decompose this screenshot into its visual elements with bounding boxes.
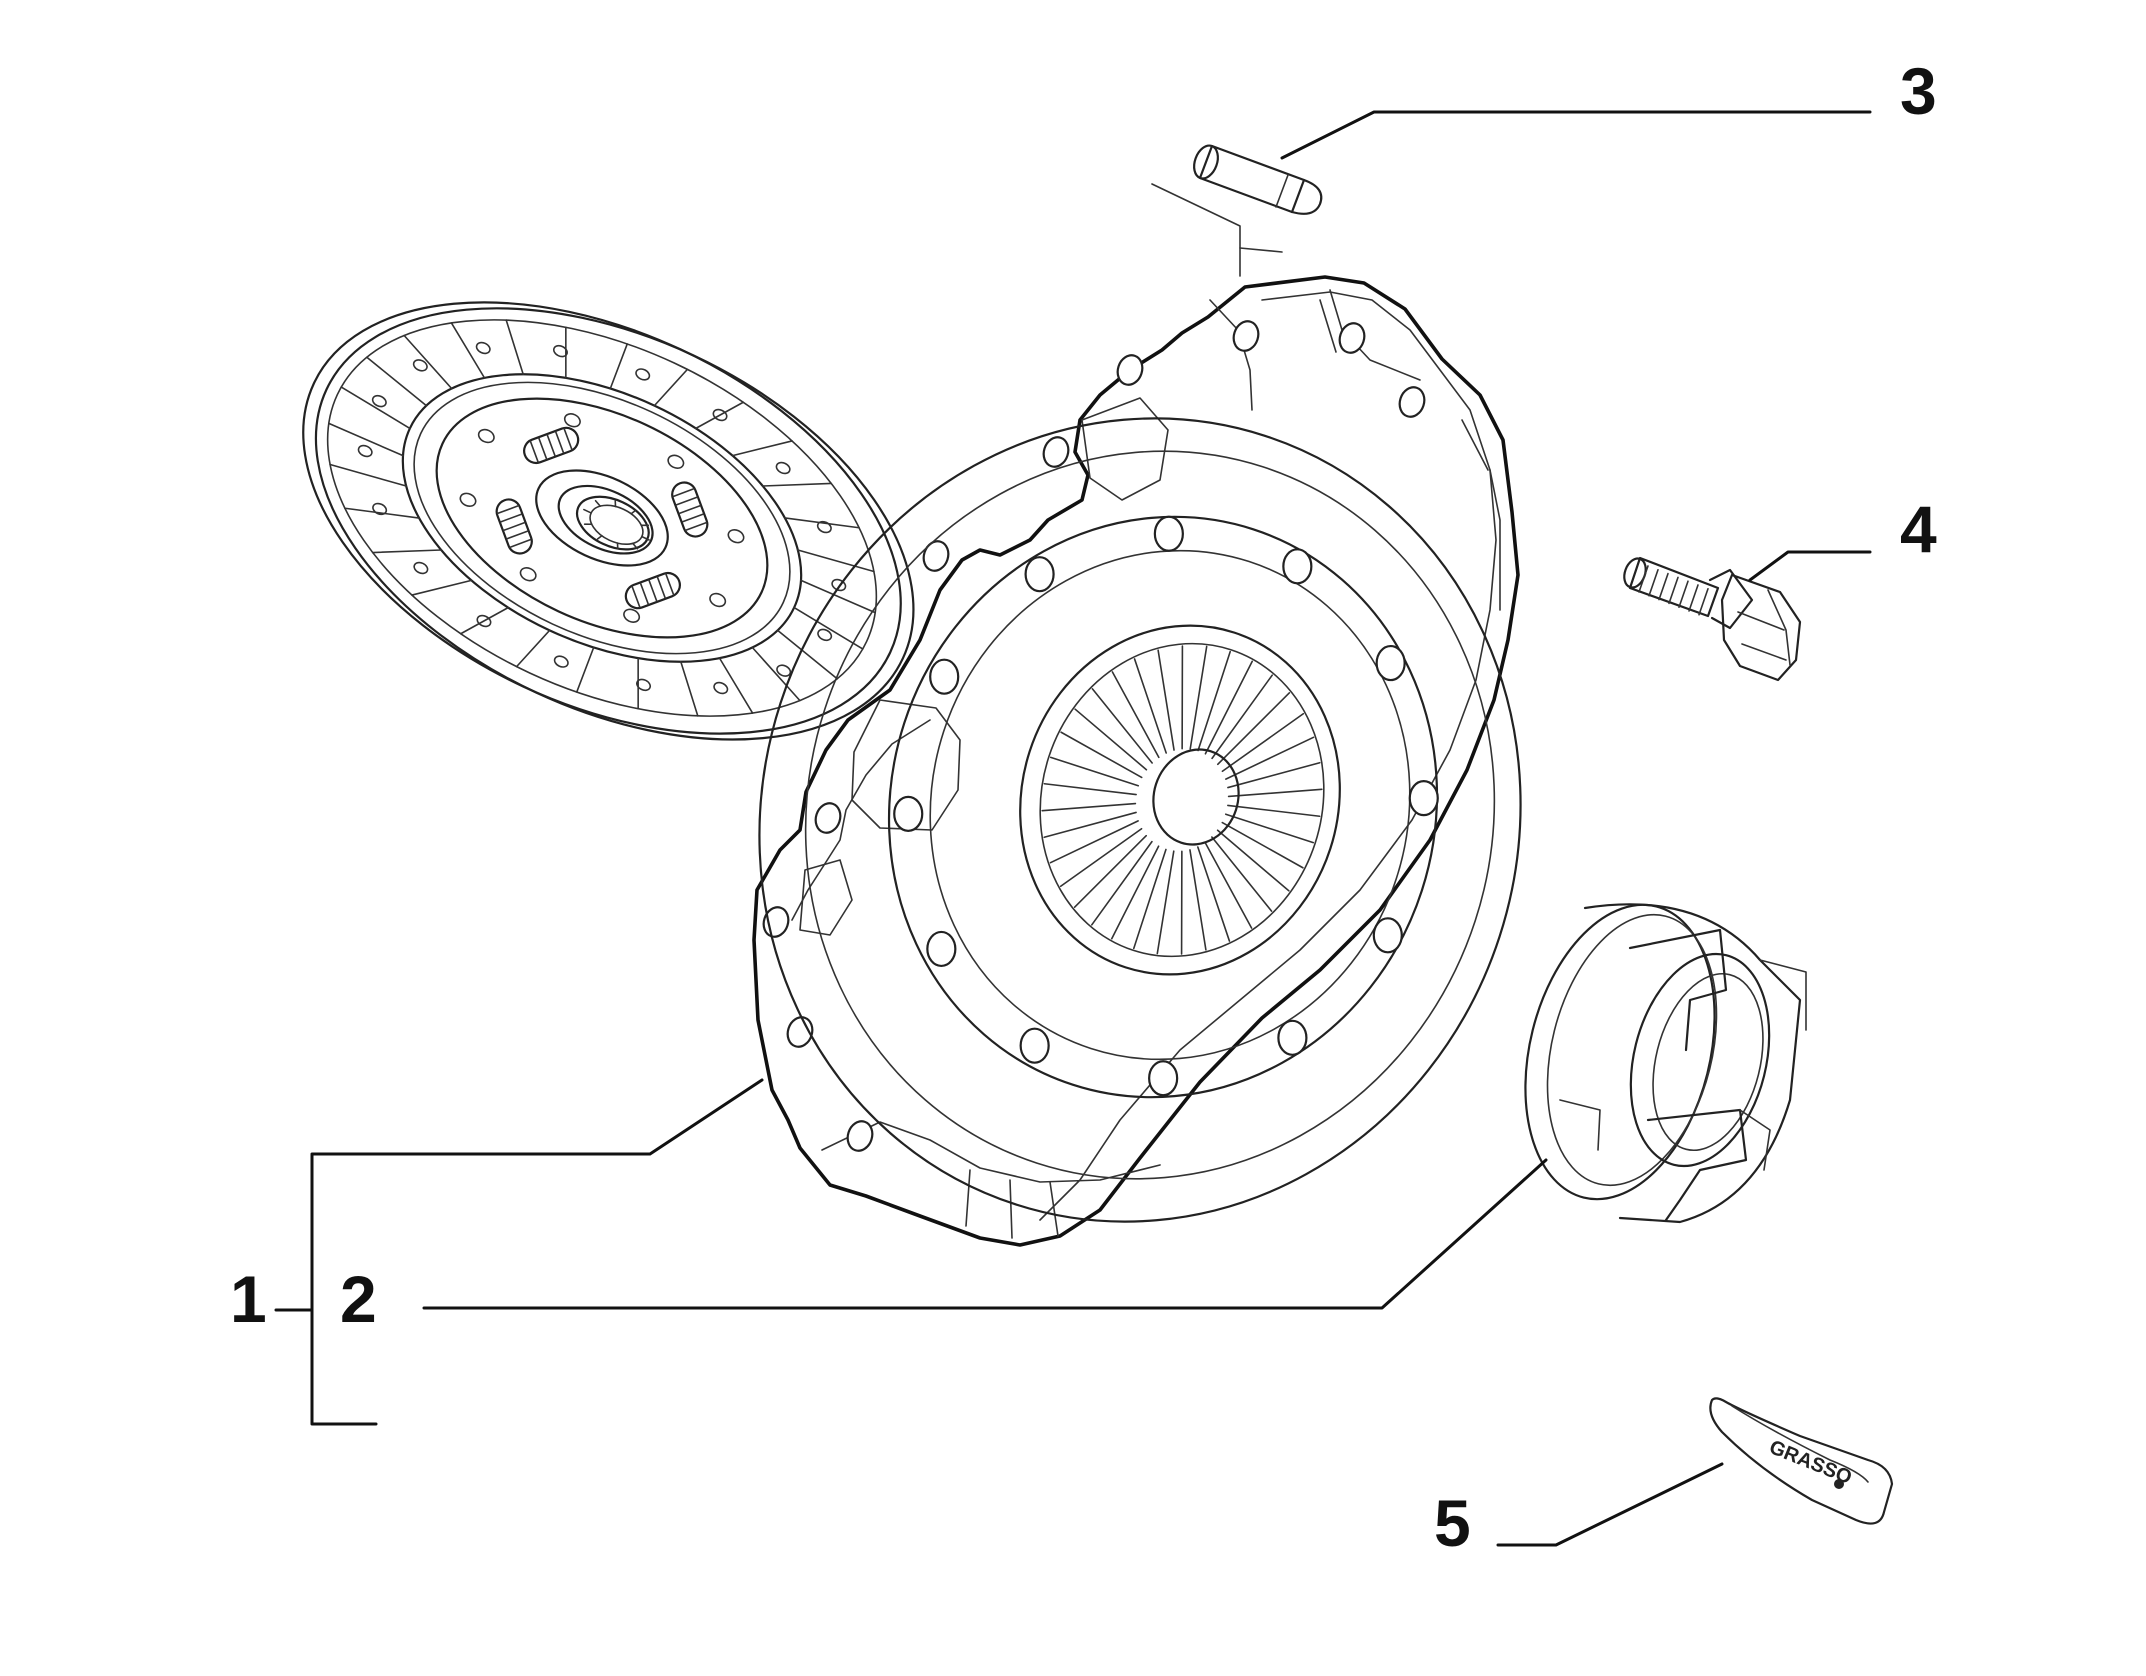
cover-bolt — [1623, 556, 1802, 682]
grease-tube: GRASSO — [1709, 1397, 1894, 1525]
callout-5: 5 — [1434, 1486, 1471, 1560]
callout-2: 2 — [340, 1262, 377, 1336]
pressure-plate-cover — [752, 275, 1522, 1247]
callout-4: 4 — [1900, 492, 1937, 566]
dowel-pin — [1193, 144, 1323, 215]
leader-lines — [274, 110, 1872, 1547]
clutch-disc — [302, 301, 915, 741]
callout-1: 1 — [230, 1262, 267, 1336]
release-bearing — [1524, 903, 1807, 1224]
callout-3: 3 — [1900, 54, 1937, 128]
